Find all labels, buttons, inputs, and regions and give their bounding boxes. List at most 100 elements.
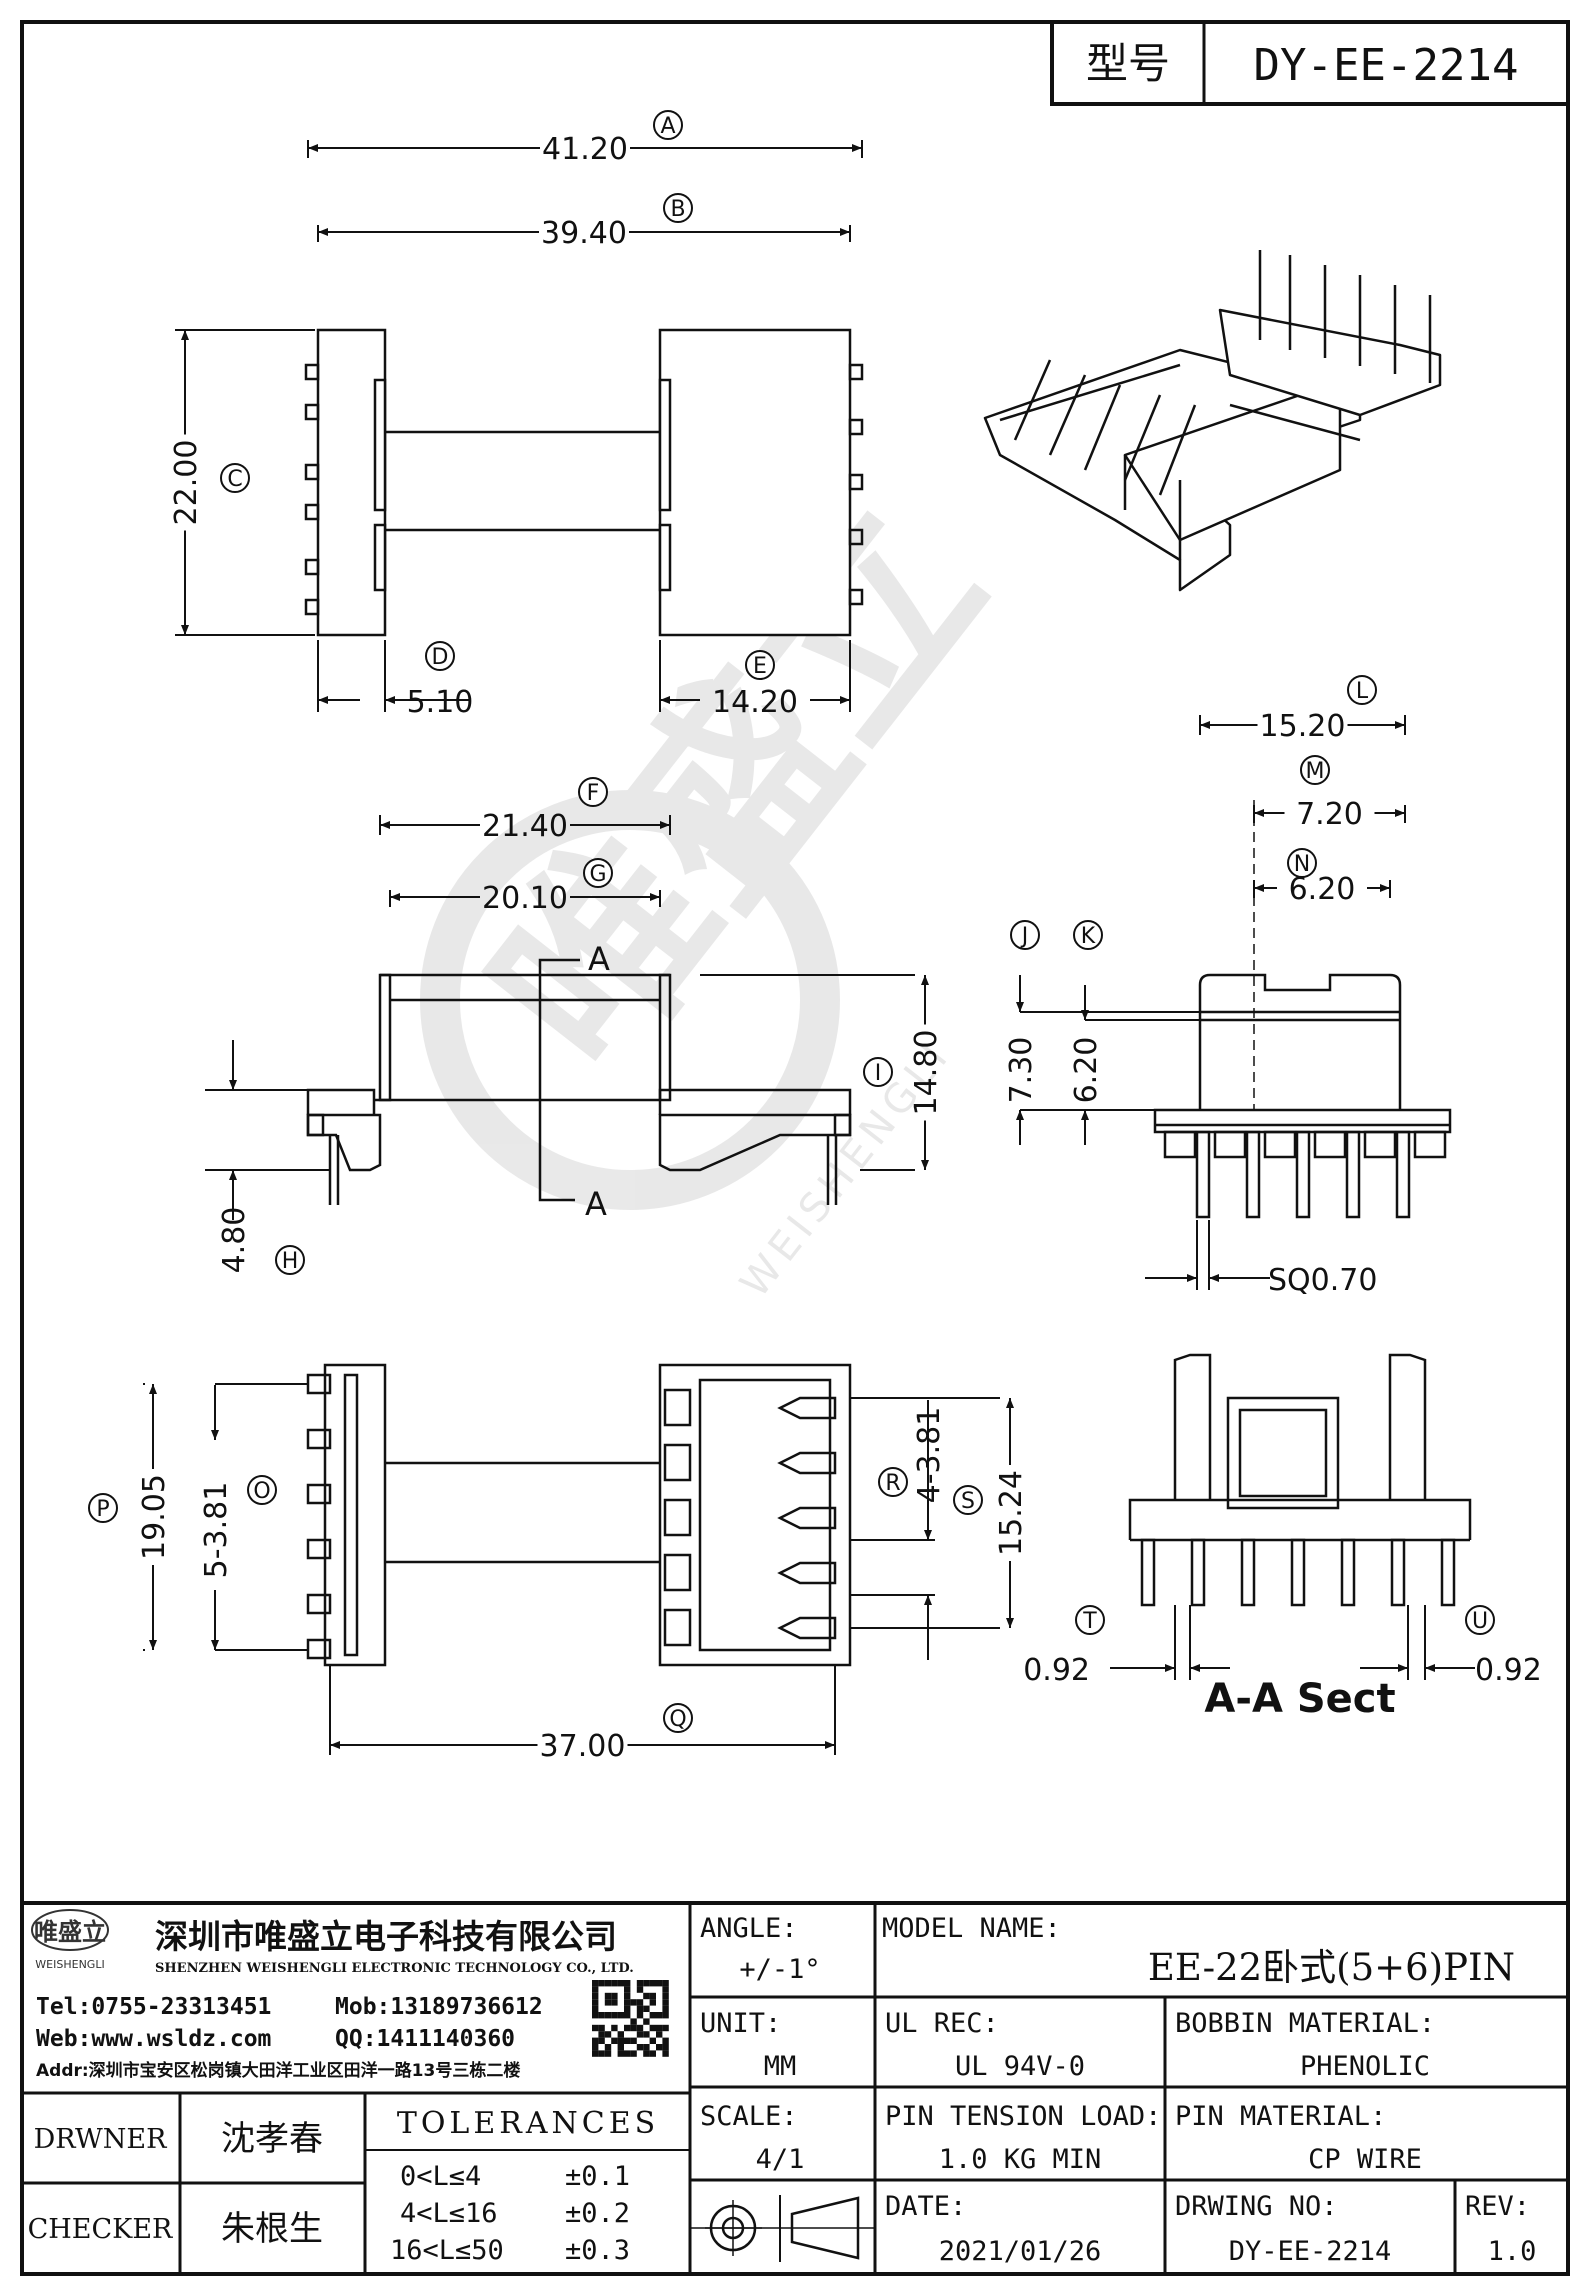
tol-value-1: ±0.1 [565, 2161, 630, 2192]
dim-value-t: 0.92 [1023, 1653, 1090, 1688]
title-block [22, 1901, 1568, 2274]
tol-range-3: 16<L≤50 [390, 2235, 504, 2266]
tolerances-label: TOLERANCES [397, 2106, 659, 2141]
callout-j: J [1010, 920, 1040, 950]
model-name-label: MODEL NAME: [882, 1913, 1061, 1944]
callout-n: N [1287, 848, 1317, 878]
svg-text:R: R [885, 1471, 900, 1496]
bobbin-material-value: PHENOLIC [1300, 2051, 1430, 2082]
dim-value-f: 21.40 [482, 809, 568, 844]
svg-text:O: O [253, 1479, 270, 1504]
section-label-top: A [588, 940, 610, 978]
svg-text:B: B [670, 197, 685, 222]
bobbin-material-label: BOBBIN MATERIAL: [1175, 2008, 1435, 2039]
header-box: 型号 DY-EE-2214 [1050, 20, 1570, 106]
tol-value-3: ±0.3 [565, 2235, 630, 2266]
dim-value-h: 4.80 [217, 1207, 252, 1274]
dim-value-l: 15.20 [1260, 709, 1346, 744]
company-name-cn: 深圳市唯盛立电子科技有限公司 [155, 1917, 617, 1956]
svg-text:C: C [227, 467, 242, 492]
sheet-border [20, 20, 1570, 2276]
svg-text:N: N [1294, 852, 1310, 877]
top-view [304, 328, 864, 637]
section-title: A-A Sect [1204, 1676, 1395, 1722]
dim-value-g: 20.10 [482, 881, 568, 916]
callout-s: S [953, 1485, 983, 1515]
ul-value: UL 94V-0 [955, 2051, 1085, 2082]
pin-size-callout: SQ0.70 [1145, 1220, 1377, 1298]
bottom-right-slots [663, 1378, 837, 1652]
unit-label: UNIT: [700, 2008, 781, 2039]
callout-o: O [247, 1475, 277, 1505]
dim-value-d: 5.10 [407, 685, 474, 720]
top-right-pin-stubs [848, 363, 864, 606]
scale-value: 4/1 [756, 2144, 805, 2175]
qr-code [592, 1980, 669, 2057]
date-value: 2021/01/26 [939, 2236, 1102, 2267]
tol-range-1: 0<L≤4 [400, 2161, 481, 2192]
callout-m: M [1300, 755, 1330, 785]
pin-material-label: PIN MATERIAL: [1175, 2101, 1386, 2132]
callout-c: C [220, 463, 250, 493]
model-number: DY-EE-2214 [1254, 40, 1519, 91]
pin-tension-label: PIN TENSION LOAD: [885, 2101, 1161, 2132]
pin-size-label: SQ0.70 [1268, 1263, 1377, 1298]
company-name-en: SHENZHEN WEISHENGLI ELECTRONIC TECHNOLOG… [155, 1961, 634, 1976]
section-view [1128, 1353, 1472, 1607]
callout-f: F [578, 777, 608, 807]
svg-text:U: U [1472, 1609, 1488, 1634]
date-label: DATE: [885, 2191, 966, 2222]
company-mob: Mob:13189736612 [335, 1994, 543, 2020]
angle-label: ANGLE: [700, 1913, 798, 1944]
callout-g: G [583, 858, 613, 888]
checker-value: 朱根生 [221, 2209, 323, 2249]
callout-e: E [745, 650, 775, 680]
scale-label: SCALE: [700, 2101, 798, 2132]
svg-text:A: A [660, 114, 675, 139]
dim-value-k: 6.20 [1069, 1037, 1104, 1104]
dim-value-n: 6.20 [1289, 872, 1356, 907]
rev-value: 1.0 [1488, 2236, 1537, 2267]
logo-text-en: WEISHENGLI [35, 1958, 104, 1971]
section-line: A A [538, 940, 610, 1223]
logo-text-cn: 唯盛立 [34, 1918, 106, 1946]
dim-value-p: 19.05 [137, 1474, 172, 1560]
section-label-bottom: A [585, 1185, 607, 1223]
drawing-no-label: DRWING NO: [1175, 2191, 1338, 2222]
callout-q: Q [663, 1703, 693, 1733]
callout-k: K [1073, 920, 1103, 950]
svg-text:D: D [432, 645, 449, 670]
company-tel: Tel:0755-23313451 [36, 1994, 271, 2020]
svg-text:J: J [1020, 924, 1029, 949]
callout-p: P [88, 1493, 118, 1523]
rev-label: REV: [1465, 2191, 1530, 2222]
svg-text:T: T [1082, 1609, 1097, 1634]
dim-value-a: 41.20 [542, 132, 628, 167]
pin-material-value: CP WIRE [1308, 2144, 1422, 2175]
model-name-value: EE-22卧式(5+6)PIN [1148, 1946, 1515, 1989]
isometric-view [983, 250, 1442, 592]
checker-label: CHECKER [28, 2214, 173, 2245]
dim-value-j: 7.30 [1004, 1037, 1039, 1104]
side-pins [1163, 1130, 1447, 1219]
svg-text:H: H [282, 1249, 299, 1274]
svg-text:K: K [1081, 924, 1096, 949]
svg-text:E: E [753, 654, 767, 679]
company-block: 唯盛立 WEISHENGLI 深圳市唯盛立电子科技有限公司 SHENZHEN W… [31, 1909, 669, 2081]
top-left-pin-stubs [304, 363, 320, 616]
angle-value: +/-1° [739, 1954, 820, 1985]
ul-label: UL REC: [885, 2008, 999, 2039]
callout-b: B [663, 193, 693, 223]
dim-value-r: 4-3.81 [912, 1407, 947, 1504]
dim-value-e: 14.20 [712, 685, 798, 720]
dim-value-b: 39.40 [541, 216, 627, 251]
callout-r: R [878, 1467, 908, 1497]
dim-value-c: 22.00 [169, 440, 204, 526]
callout-u: U [1465, 1605, 1495, 1635]
dim-value-u: 0.92 [1475, 1653, 1542, 1688]
dim-value-s: 15.24 [994, 1470, 1029, 1556]
company-address: Addr:深圳市宝安区松岗镇大田洋工业区田洋一路13号三栋二楼 [36, 2060, 520, 2081]
